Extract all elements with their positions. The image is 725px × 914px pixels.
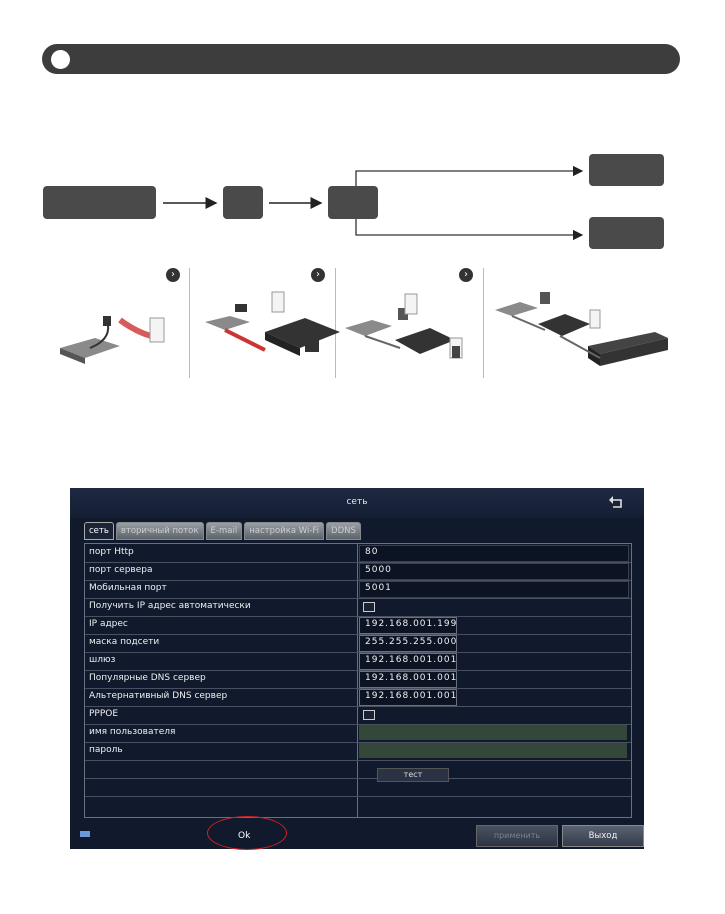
row-label: порт Http (89, 547, 134, 557)
row-pppoe: PPPOE (85, 706, 631, 725)
row-alternate-dns: Альтернативный DNS сервер 192.168.001.00… (85, 688, 631, 707)
row-label: маска подсети (89, 637, 160, 647)
dvr-network-settings-window: сеть сеть вторичный поток E-mail настрой… (70, 488, 644, 849)
row-label: имя пользователя (89, 727, 176, 737)
row-label: порт сервера (89, 565, 153, 575)
row-subnet-mask: маска подсети 255.255.255.000 (85, 634, 631, 653)
mobile-port-input[interactable] (359, 581, 629, 598)
row-value: 192.168.001.001 (365, 673, 458, 683)
username-input[interactable] (359, 725, 627, 740)
chevron-right-icon: › (166, 268, 180, 282)
row-label: IP адрес (89, 619, 128, 629)
panel-divider (483, 268, 484, 378)
row-empty (85, 760, 631, 779)
alternate-dns-input[interactable] (359, 689, 457, 706)
row-value: 192.168.001.001 (365, 655, 458, 665)
row-empty (85, 778, 631, 797)
column-divider (357, 544, 358, 817)
dhcp-checkbox[interactable] (363, 602, 375, 612)
row-password: пароль (85, 742, 631, 761)
row-label: Получить IP адрес автоматически (89, 601, 251, 611)
row-empty (85, 796, 631, 814)
row-value: 5000 (365, 565, 392, 575)
row-value: 192.168.001.199 (365, 619, 458, 629)
keyboard-icon[interactable] (80, 831, 90, 837)
settings-grid: порт Http 80 порт сервера 5000 Мобильная… (84, 543, 632, 818)
section-bullet-icon (51, 50, 70, 69)
test-button[interactable]: тест (377, 768, 449, 782)
flow-box-middle (223, 186, 263, 219)
pppoe-checkbox[interactable] (363, 710, 375, 720)
settings-tabs: сеть вторичный поток E-mail настройка Wi… (84, 522, 361, 540)
row-label: шлюз (89, 655, 116, 665)
row-primary-dns: Популярные DNS сервер 192.168.001.001 (85, 670, 631, 689)
tab-wifi[interactable]: настройка Wi-Fi (244, 522, 325, 540)
flow-box-target-top (589, 154, 664, 186)
row-mobile-port: Мобильная порт 5001 (85, 580, 631, 599)
row-label: Популярные DNS сервер (89, 673, 206, 683)
row-username: имя пользователя (85, 724, 631, 743)
http-port-input[interactable] (359, 545, 629, 562)
apply-button[interactable]: применить (476, 825, 558, 847)
row-label: Мобильная порт (89, 583, 167, 593)
tab-network[interactable]: сеть (84, 522, 114, 540)
window-title-bar: сеть (70, 488, 644, 518)
row-label: пароль (89, 745, 123, 755)
annotation-circle (207, 816, 287, 850)
row-value: 80 (365, 547, 379, 557)
flow-box-router (328, 186, 378, 219)
row-label: PPPOE (89, 709, 119, 719)
row-value: 192.168.001.001 (365, 691, 458, 701)
row-label: Альтернативный DNS сервер (89, 691, 228, 701)
chevron-right-icon: › (311, 268, 325, 282)
window-title: сеть (346, 497, 368, 507)
row-value: 5001 (365, 583, 392, 593)
chevron-right-icon: › (459, 268, 473, 282)
row-http-port: порт Http 80 (85, 544, 631, 563)
bottom-bar: Ok применить Выход (70, 821, 644, 849)
row-gateway: шлюз 192.168.001.001 (85, 652, 631, 671)
primary-dns-input[interactable] (359, 671, 457, 688)
panel-divider (335, 268, 336, 378)
flow-arrows (163, 165, 584, 241)
device-wiring-illustration (60, 291, 668, 366)
row-ip-address: IP адрес 192.168.001.199 (85, 616, 631, 635)
panel-divider (189, 268, 190, 378)
back-icon[interactable] (608, 495, 624, 509)
tab-email[interactable]: E-mail (205, 522, 243, 540)
row-value: 255.255.255.000 (365, 637, 458, 647)
tab-ddns[interactable]: DDNS (326, 522, 361, 540)
exit-button[interactable]: Выход (562, 825, 644, 847)
flow-box-target-bottom (589, 217, 664, 249)
server-port-input[interactable] (359, 563, 629, 580)
ip-address-input[interactable] (359, 617, 457, 634)
row-server-port: порт сервера 5000 (85, 562, 631, 581)
password-input[interactable] (359, 743, 627, 758)
flow-box-source (43, 186, 156, 219)
row-dhcp: Получить IP адрес автоматически (85, 598, 631, 617)
gateway-input[interactable] (359, 653, 457, 670)
section-header-bar (42, 44, 680, 74)
subnet-mask-input[interactable] (359, 635, 457, 652)
tab-substream[interactable]: вторичный поток (115, 522, 204, 540)
